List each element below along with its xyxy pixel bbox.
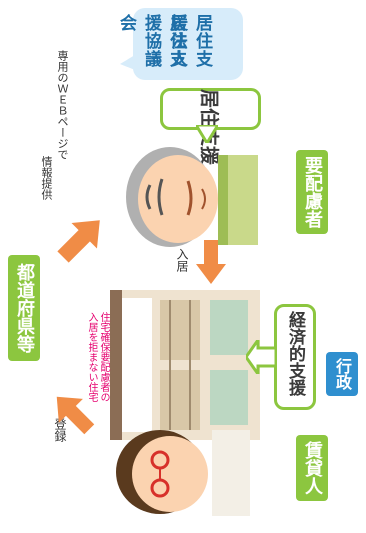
register-arrow-icon: [56, 396, 95, 435]
elderly-label: 要配慮者: [296, 150, 328, 234]
register-text: 登録: [53, 418, 67, 442]
corp-bubble-tail: [120, 52, 140, 72]
support-bubble: 居住支援: [160, 88, 261, 165]
info-arrow-icon: [57, 220, 100, 263]
economic-arrow-icon: [246, 340, 276, 374]
move-in-text: 入居: [175, 248, 189, 272]
landlord-face-icon: [116, 430, 250, 516]
move-in-arrow-icon: [196, 240, 226, 284]
support-bubble-tail: [196, 125, 218, 143]
prefecture-label: 都道府県等: [8, 255, 40, 361]
house-caption-1: 住宅確保要配慮者の: [98, 312, 109, 402]
economic-bubble-text: 経済的支援: [285, 311, 305, 396]
landlord-label: 賃貸人: [296, 435, 328, 501]
support-corp-label: 居住支援法人: [167, 14, 212, 68]
house-caption-2: 入居を拒まない住宅: [86, 312, 97, 402]
support-corp-bubble: 居住支援協議会 居住支援法人: [116, 8, 243, 80]
info-text-2: 情報提供: [40, 156, 53, 200]
government-label: 行政: [326, 352, 358, 396]
house-icon: [110, 290, 260, 440]
info-text-1: 専用のＷＥＢページで: [56, 50, 69, 160]
support-council-label: 居住支援協議会: [116, 14, 186, 68]
elderly-face-icon: [126, 147, 258, 247]
economic-bubble: 経済的支援: [274, 304, 316, 410]
